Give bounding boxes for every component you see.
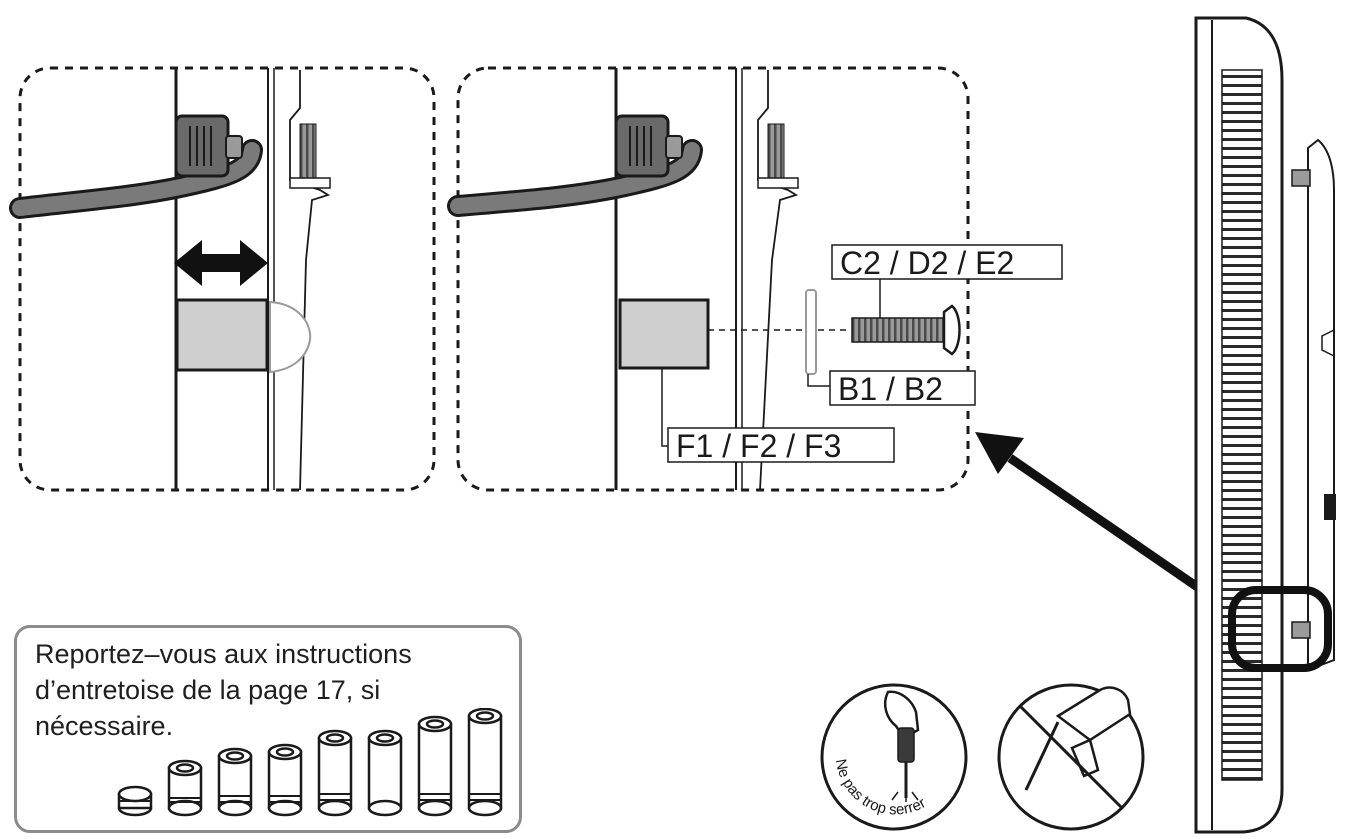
spacer-label-box <box>667 427 895 463</box>
bracket-bolt <box>299 123 317 181</box>
tv-side-view <box>1194 16 1336 834</box>
note-line-3: nécessaire. <box>35 711 174 741</box>
cable-plug <box>614 114 670 178</box>
screw-head-ghost <box>269 300 312 374</box>
spacer-label: F1 / F2 / F3 <box>676 428 841 464</box>
cable <box>12 142 260 216</box>
cable-plug <box>174 114 230 178</box>
spacer-block <box>618 298 710 370</box>
right-detail-panel: C2 / D2 / E2 B1 / B2 F1 / F2 / F3 <box>447 66 1063 492</box>
screw-head <box>942 304 961 356</box>
washer-label-box <box>829 370 976 406</box>
lower-spacer <box>1291 621 1311 639</box>
left-detail-panel <box>9 66 436 492</box>
spacer-set-icon <box>117 708 503 817</box>
tv-vent-slots <box>1221 69 1263 781</box>
spacer-note-text: Reportez–vous aux instructions d’entreto… <box>35 636 515 744</box>
bracket-profile <box>289 70 331 491</box>
plug-tip <box>225 135 243 159</box>
bracket-clip <box>289 177 331 189</box>
detail-highlight-circle <box>1228 586 1332 672</box>
spacer-block <box>175 298 269 372</box>
hand-screwdriver-icon: Ne pas trop serrer <box>820 683 968 831</box>
plug-tip <box>665 135 683 159</box>
bracket-profile <box>757 70 799 491</box>
bracket-bolt <box>767 123 785 181</box>
screw <box>851 317 945 343</box>
cable <box>450 142 700 214</box>
washer-label: B1 / B2 <box>838 371 943 407</box>
screw-label-box <box>831 244 1063 280</box>
washer-leader <box>807 374 830 387</box>
screw-label: C2 / D2 / E2 <box>840 245 1014 281</box>
note-line-2: d’entretoise de la page 17, si <box>35 675 381 705</box>
note-line-1: Reportez–vous aux instructions <box>35 639 412 669</box>
prohibited-slash <box>1018 704 1124 810</box>
washer <box>805 289 817 375</box>
gap-double-arrow-icon <box>174 240 268 286</box>
spacer-note-box: Reportez–vous aux instructions d’entreto… <box>14 625 522 833</box>
upper-spacer <box>1291 169 1311 187</box>
no-power-drill-icon <box>997 683 1145 831</box>
bracket-clip <box>757 177 799 189</box>
side-bracket-bolt <box>1324 494 1336 520</box>
wall-plate <box>1307 138 1335 667</box>
